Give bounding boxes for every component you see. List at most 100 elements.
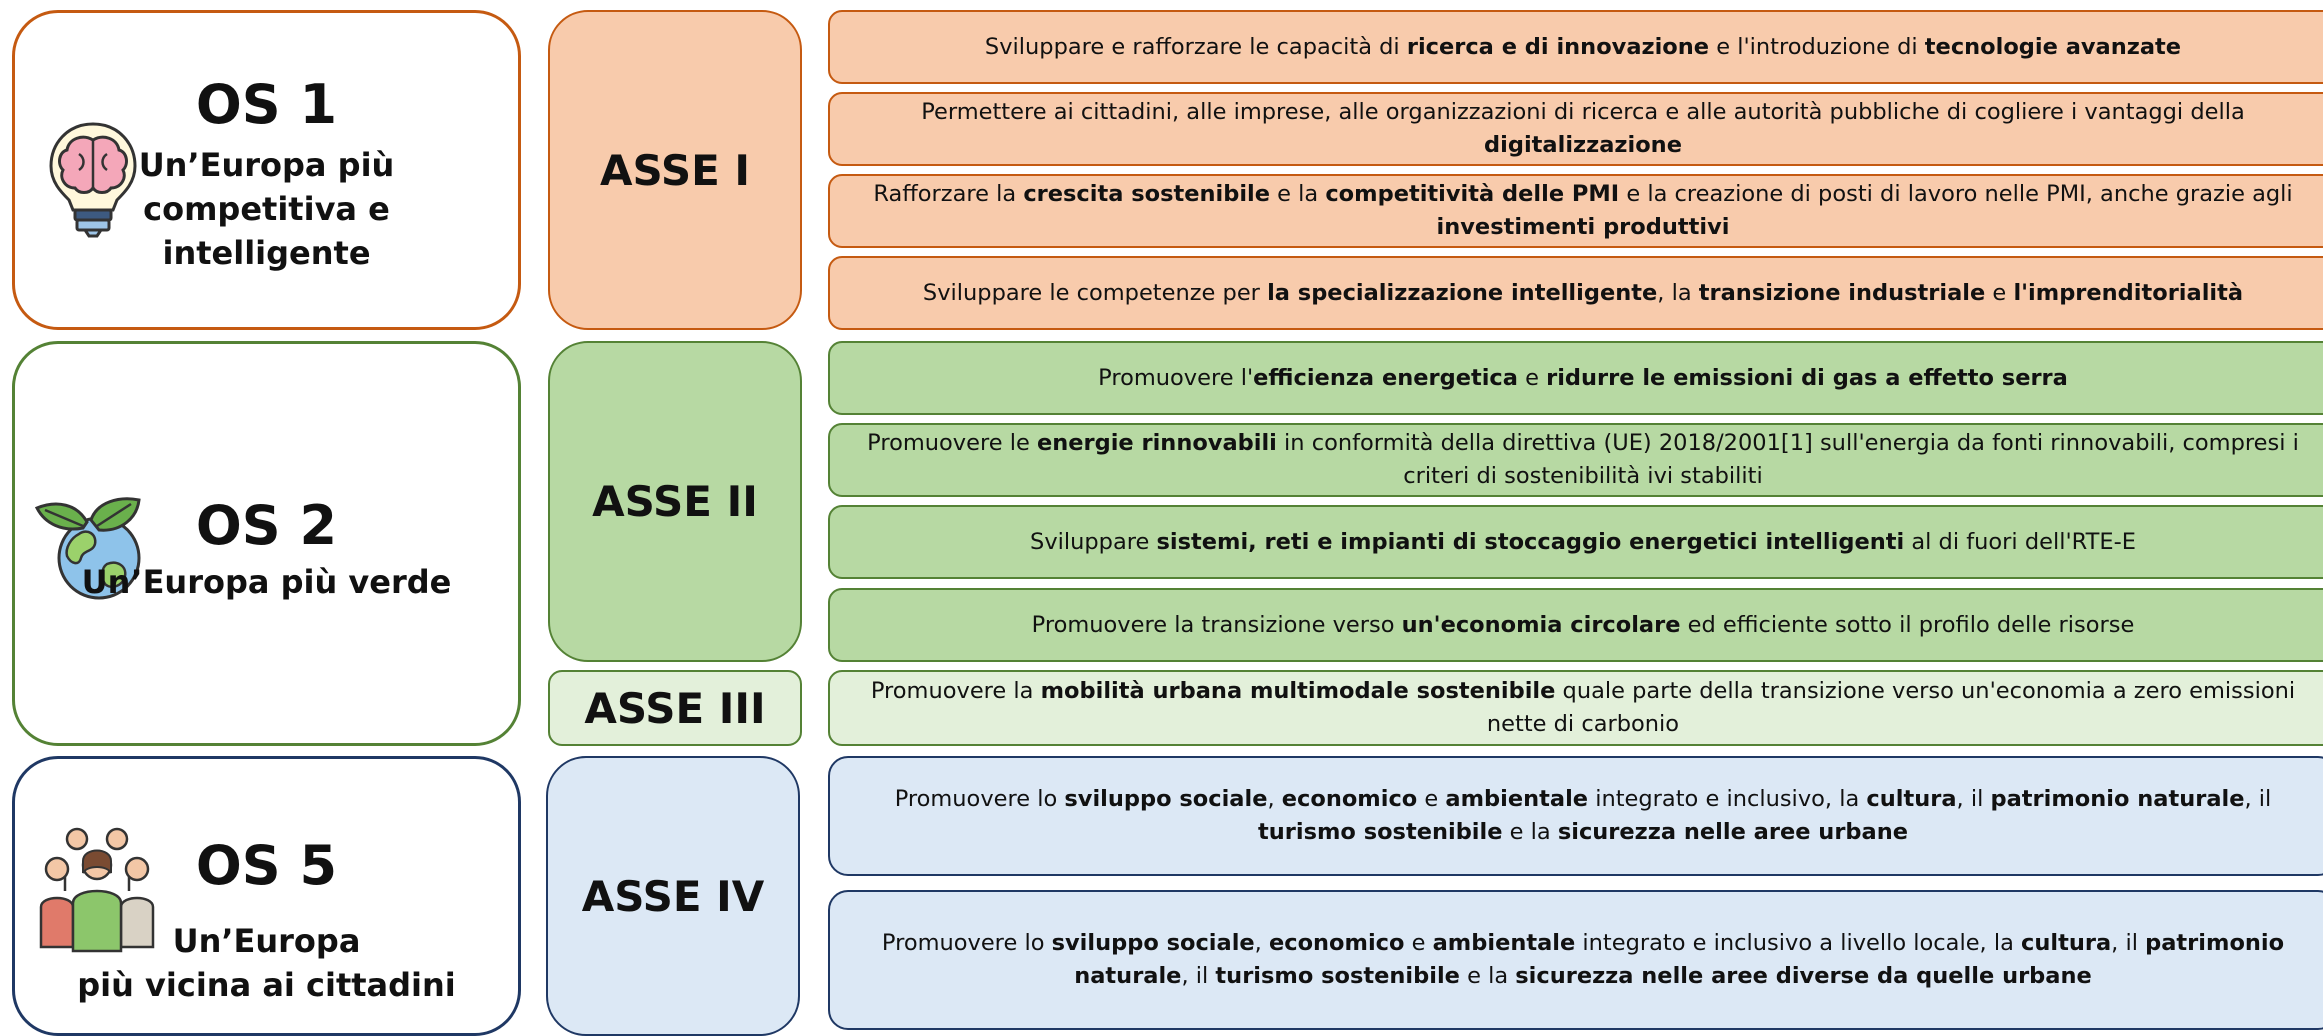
- objective-text: Promuovere la transizione verso un'econo…: [1032, 609, 2135, 642]
- objective-text-run: e la creazione di posti di lavoro nelle …: [1619, 181, 2293, 208]
- asse-3-box: ASSE III: [548, 670, 802, 746]
- objective-text-run: Promuovere lo: [894, 786, 1065, 813]
- objective-text-bold: sistemi, reti e impianti di stoccaggio e…: [1156, 528, 1905, 555]
- objective-row: Promuovere lo sviluppo sociale, economic…: [828, 756, 2323, 876]
- os2-box: OS 2 Un’Europa più verde: [12, 341, 521, 746]
- objective-text-run: , il: [2244, 786, 2272, 813]
- objective-text-bold: economico: [1268, 930, 1405, 957]
- os1-subtitle-line: Un’Europa più: [138, 146, 395, 184]
- objective-text-bold: l'imprenditorialità: [2013, 279, 2244, 306]
- objective-text-run: Rafforzare la: [873, 181, 1024, 208]
- objective-text-run: al di fuori dell'RTE-E: [1904, 528, 2136, 555]
- globe-leaves-icon: [27, 494, 157, 608]
- objective-text-run: e la: [1459, 963, 1516, 989]
- objective-text-bold: tecnologie avanzate: [1924, 33, 2182, 60]
- objective-text-run: e: [1404, 930, 1433, 957]
- objective-text-run: Promuovere le: [867, 430, 1037, 457]
- objective-text: Permettere ai cittadini, alle imprese, a…: [848, 96, 2318, 161]
- objective-row: Rafforzare la crescita sostenibile e la …: [828, 174, 2323, 248]
- objective-text-run: Promuovere la transizione verso: [1031, 611, 1402, 638]
- objective-text: Sviluppare le competenze per la speciali…: [923, 277, 2243, 310]
- objective-text-run: integrato e inclusivo a livello locale, …: [1575, 930, 2022, 957]
- objective-text-bold: ambientale: [1445, 786, 1589, 813]
- os1-subtitle-line: intelligente: [162, 234, 371, 273]
- os5-subtitle-line: Un’Europa: [172, 922, 361, 960]
- objective-text-run: quale parte della transizione verso un'e…: [1486, 678, 2296, 737]
- objective-text-bold: energie rinnovabili: [1036, 430, 1277, 457]
- objective-text-bold: turismo sostenibile: [1258, 819, 1503, 845]
- asse-1-label: ASSE I: [599, 145, 751, 195]
- objective-text-bold: sicurezza nelle aree urbane: [1557, 819, 1908, 845]
- os5-number: OS 5: [195, 834, 338, 897]
- os1-subtitle: Un’Europa più competitiva e intelligente: [15, 143, 518, 275]
- brain-lightbulb-icon: [43, 118, 143, 242]
- objective-text-bold: sviluppo sociale: [1051, 930, 1255, 957]
- objective-text-run: e: [1417, 786, 1446, 813]
- objective-text-run: e la: [1270, 181, 1326, 208]
- objective-text-run: in conformità della direttiva (UE) 2018/…: [1276, 430, 2299, 489]
- objective-text-bold: patrimonio naturale: [1990, 786, 2245, 813]
- asse-2-label: ASSE II: [592, 477, 758, 526]
- objective-text-run: Sviluppare e rafforzare le capacità di: [984, 33, 1407, 60]
- objective-text-run: Permettere ai cittadini, alle imprese, a…: [921, 99, 2245, 126]
- objective-text-run: , il: [1181, 963, 1216, 989]
- objective-row: Permettere ai cittadini, alle imprese, a…: [828, 92, 2323, 166]
- objective-text-run: e l'introduzione di: [1709, 33, 1925, 60]
- objective-row: Promuovere lo sviluppo sociale, economic…: [828, 890, 2323, 1030]
- objective-text-run: e: [1517, 364, 1547, 391]
- objective-text-bold: cultura: [2021, 930, 2112, 957]
- objective-text-run: Promuovere la: [870, 678, 1041, 705]
- objective-row: Promuovere le energie rinnovabili in con…: [828, 423, 2323, 497]
- objective-text: Promuovere lo sviluppo sociale, economic…: [848, 783, 2318, 848]
- asse-2-box: ASSE II: [548, 341, 802, 662]
- objective-row: Sviluppare e rafforzare le capacità di r…: [828, 10, 2323, 84]
- objective-text-run: Sviluppare le competenze per: [922, 279, 1268, 306]
- os2-number: OS 2: [195, 494, 338, 557]
- objective-text: Rafforzare la crescita sostenibile e la …: [848, 178, 2318, 243]
- objective-text-bold: patrimonio naturale: [1074, 930, 2285, 989]
- objective-text-run: Sviluppare: [1030, 528, 1157, 555]
- objective-text: Sviluppare e rafforzare le capacità di r…: [985, 31, 2181, 64]
- objective-text-bold: ambientale: [1432, 930, 1576, 957]
- objective-text: Promuovere lo sviluppo sociale, economic…: [848, 927, 2318, 992]
- objective-text: Promuovere la mobilità urbana multimodal…: [848, 675, 2318, 740]
- objective-text-run: ,: [1254, 930, 1269, 957]
- objective-text: Promuovere le energie rinnovabili in con…: [848, 427, 2318, 492]
- os5-subtitle-line: più vicina ai cittadini: [77, 966, 456, 1005]
- objective-text-bold: competitività delle PMI: [1325, 181, 1620, 208]
- objective-text-run: ed efficiente sotto il profilo delle ris…: [1680, 611, 2135, 638]
- os1-box: OS 1 Un’Europa più competitiva e intelli…: [12, 10, 521, 330]
- objective-text-run: , la: [1657, 279, 1699, 306]
- objective-text-bold: cultura: [1866, 786, 1957, 813]
- objective-row: Promuovere l'efficienza energetica e rid…: [828, 341, 2323, 415]
- objective-text-run: , il: [1956, 786, 1991, 813]
- objective-text-run: , il: [2111, 930, 2146, 957]
- objective-text-bold: un'economia circolare: [1401, 611, 1681, 638]
- objective-row: Sviluppare sistemi, reti e impianti di s…: [828, 505, 2323, 579]
- objective-text-bold: ricerca e di innovazione: [1406, 33, 1710, 60]
- objective-text-bold: la specializzazione intelligente: [1267, 279, 1658, 306]
- asse-3-label: ASSE III: [584, 683, 766, 733]
- asse-4-label: ASSE IV: [581, 871, 765, 921]
- objective-text-bold: sicurezza nelle aree diverse da quelle u…: [1515, 963, 2092, 989]
- objective-text-bold: economico: [1281, 786, 1418, 813]
- objective-text: Promuovere l'efficienza energetica e rid…: [1098, 362, 2068, 395]
- objective-text: Sviluppare sistemi, reti e impianti di s…: [1030, 526, 2136, 559]
- objective-text-bold: turismo sostenibile: [1215, 963, 1460, 989]
- objective-text-bold: ridurre le emissioni di gas a effetto se…: [1546, 364, 2068, 391]
- objective-row: Promuovere la mobilità urbana multimodal…: [828, 670, 2323, 746]
- people-group-icon: [37, 817, 157, 961]
- asse-4-box: ASSE IV: [546, 756, 800, 1036]
- os2-subtitle: Un’Europa più verde: [15, 560, 518, 604]
- os5-subtitle: Un’Europa più vicina ai cittadini: [15, 919, 518, 1007]
- os1-subtitle-line: competitiva e: [143, 190, 390, 229]
- objective-text-run: Promuovere lo: [881, 930, 1052, 957]
- objective-text-bold: efficienza energetica: [1253, 364, 1518, 391]
- os1-number: OS 1: [195, 73, 338, 136]
- asse-1-box: ASSE I: [548, 10, 802, 330]
- objective-text-bold: investimenti produttivi: [1436, 214, 1730, 240]
- objective-row: Sviluppare le competenze per la speciali…: [828, 256, 2323, 330]
- objective-text-run: Promuovere l': [1098, 364, 1254, 391]
- objective-text-bold: mobilità urbana multimodale sostenibile: [1040, 678, 1556, 705]
- objective-text-run: ,: [1267, 786, 1282, 813]
